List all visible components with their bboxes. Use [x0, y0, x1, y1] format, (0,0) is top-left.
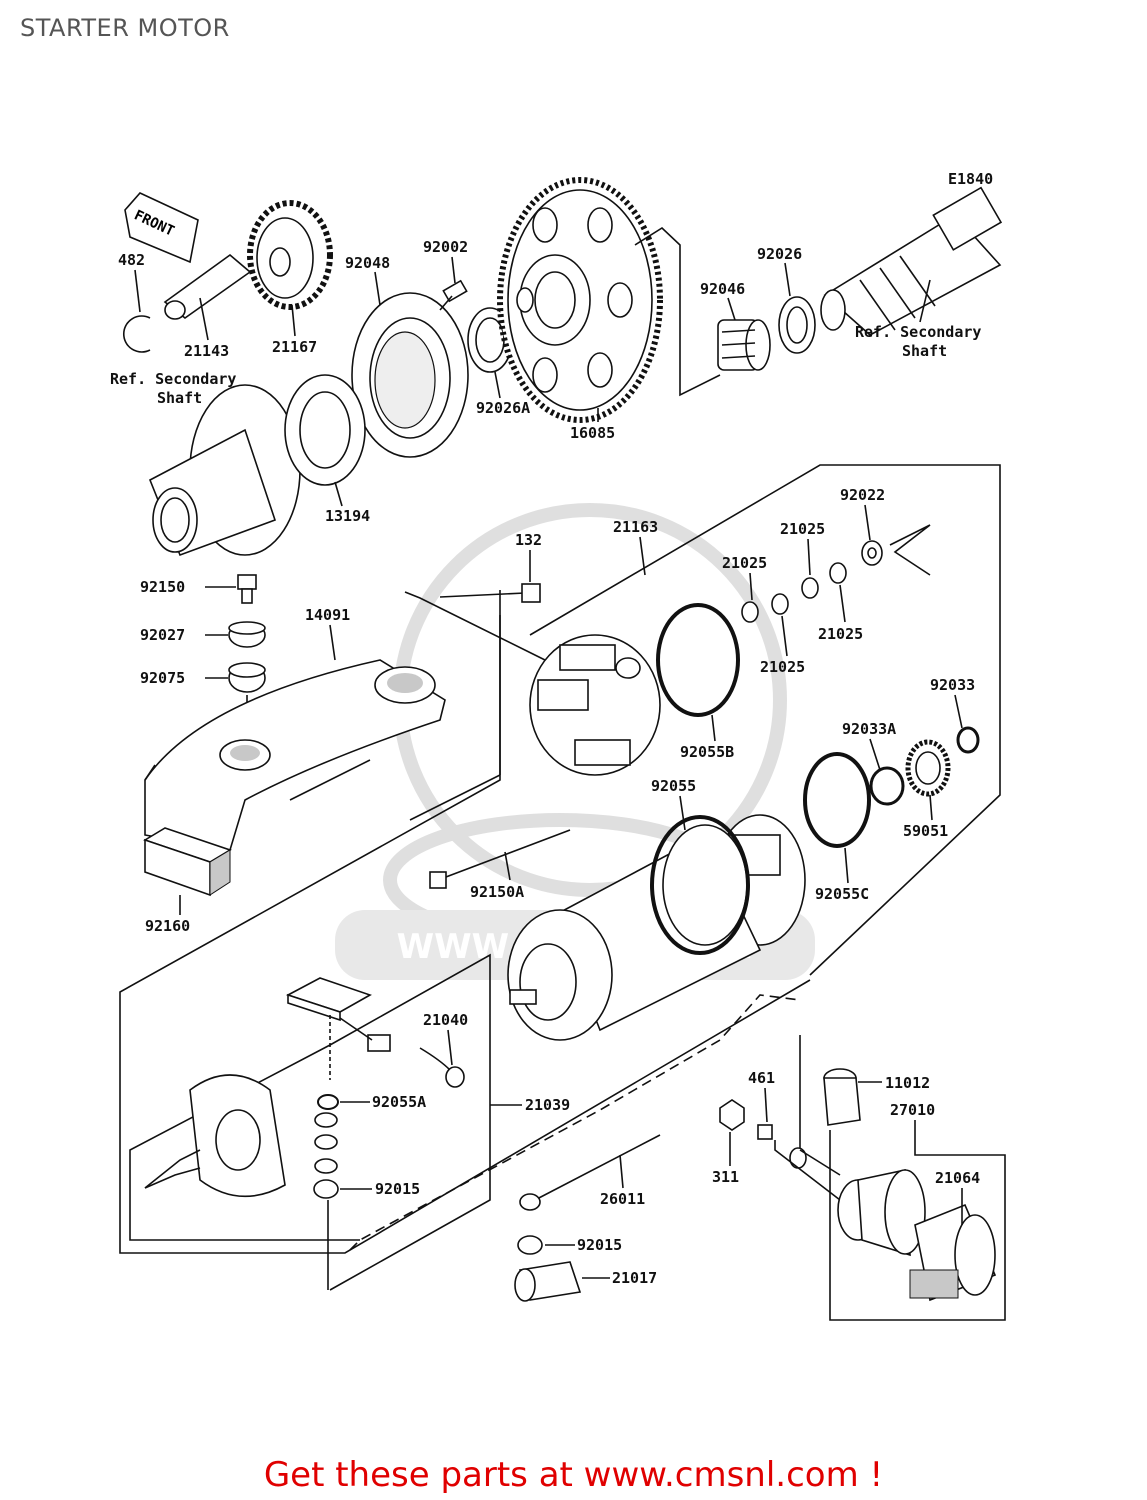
secondary-shaft-left [148, 384, 301, 557]
label-92075: 92075 [140, 669, 185, 687]
grommet-92027 [228, 621, 266, 648]
starter-gear-16085 [497, 177, 663, 423]
plate-92048 [351, 292, 469, 458]
starter-relay-27010 [837, 1169, 926, 1257]
label-27010: 27010 [890, 1101, 935, 1119]
label-21167: 21167 [272, 338, 317, 356]
shaft-21143 [163, 253, 252, 320]
label-11012: 11012 [885, 1074, 930, 1092]
washer-92026 [778, 296, 816, 354]
label-21163: 21163 [613, 518, 658, 536]
label-92048: 92048 [345, 254, 390, 272]
pinion-gear-59051 [905, 739, 951, 797]
circlip-482 [123, 315, 151, 353]
diagram-code: E1840 [948, 170, 993, 188]
bolt-92002 [439, 279, 468, 311]
label-14091: 14091 [305, 606, 350, 624]
bolt-92150A [429, 829, 571, 889]
label-92160: 92160 [145, 917, 190, 935]
label-92055A: 92055A [372, 1093, 426, 1111]
washers-21025 [741, 562, 847, 623]
label-21017: 21017 [612, 1269, 657, 1287]
secondary-shaft-right [820, 186, 1003, 336]
needle-bearing-92046 [717, 319, 771, 371]
ring-92033A [869, 766, 905, 806]
one-way-clutch-13194 [284, 374, 366, 486]
label-92033A: 92033A [842, 720, 896, 738]
label-92026A: 92026A [476, 399, 530, 417]
label-21143: 21143 [184, 342, 229, 360]
end-cover-21163 [529, 634, 661, 776]
label-92150: 92150 [140, 578, 185, 596]
grommet-92075 [228, 662, 266, 693]
clip-461 [757, 1124, 773, 1140]
circlip-92033 [956, 726, 980, 754]
label-21025-3: 21025 [818, 625, 863, 643]
label-92015-lower: 92015 [577, 1236, 622, 1254]
ref-shaft-right-line2: Shaft [902, 342, 947, 360]
ref-shaft-left-line2: Shaft [157, 389, 202, 407]
label-92055: 92055 [651, 777, 696, 795]
label-461: 461 [748, 1069, 775, 1087]
label-92022: 92022 [840, 486, 885, 504]
cable-26011 [519, 1134, 661, 1211]
ref-shaft-left-line1: Ref. Secondary [110, 370, 236, 388]
label-13194: 13194 [325, 507, 370, 525]
bolt-132 [439, 583, 541, 603]
motor-yoke [507, 814, 806, 1041]
label-92055B: 92055B [680, 743, 734, 761]
spring-21040 [419, 1047, 465, 1088]
front-arrow-icon: FRONT [124, 192, 199, 264]
boot-11012 [823, 1068, 861, 1126]
block-92160 [143, 827, 232, 897]
label-311: 311 [712, 1168, 739, 1186]
o-ring-92055C [803, 752, 871, 848]
label-26011: 26011 [600, 1190, 645, 1208]
bolt-92150 [237, 574, 257, 604]
label-92027: 92027 [140, 626, 185, 644]
footer-promo: Get these parts at www.cmsnl.com ! [263, 1455, 884, 1495]
label-92026: 92026 [757, 245, 802, 263]
washer-92026A [467, 307, 513, 373]
lead-rod [789, 1035, 807, 1169]
label-132: 132 [515, 531, 542, 549]
label-92033: 92033 [930, 676, 975, 694]
nut-311 [719, 1099, 745, 1131]
cover-14091 [144, 659, 446, 851]
label-21025-4: 21025 [760, 658, 805, 676]
label-21040: 21040 [423, 1011, 468, 1029]
gear-21167 [247, 200, 333, 310]
nut-92015 [517, 1235, 543, 1255]
label-92002: 92002 [423, 238, 468, 256]
label-92055C: 92055C [815, 885, 869, 903]
label-92015-upper: 92015 [375, 1180, 420, 1198]
label-21064: 21064 [935, 1169, 980, 1187]
brush-holder [285, 977, 391, 1080]
boot-21017 [514, 1261, 582, 1302]
brush-plate [144, 1074, 286, 1198]
label-21039: 21039 [525, 1096, 570, 1114]
ref-shaft-right-line1: Ref. Secondary [855, 323, 981, 341]
relay-cover-21064 [909, 1203, 997, 1302]
washer-stack [313, 1094, 339, 1290]
label-21025-2: 21025 [780, 520, 825, 538]
label-21025-1: 21025 [722, 554, 767, 572]
label-16085: 16085 [570, 424, 615, 442]
label-59051: 59051 [903, 822, 948, 840]
o-ring-92055B [656, 603, 740, 717]
label-92150A: 92150A [470, 883, 524, 901]
page-title: STARTER MOTOR [20, 14, 230, 42]
label-482: 482 [118, 251, 145, 269]
label-92046: 92046 [700, 280, 745, 298]
washer-92022 [861, 540, 883, 566]
